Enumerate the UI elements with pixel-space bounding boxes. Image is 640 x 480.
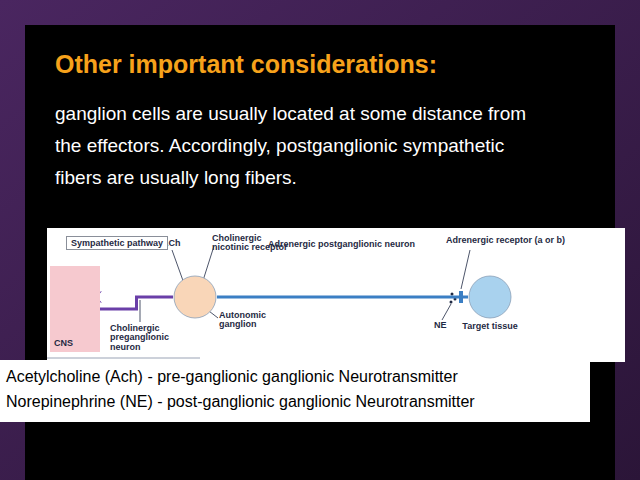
leader-line xyxy=(442,304,451,320)
note-line: Acetylcholine (Ach) - pre-ganglionic gan… xyxy=(6,368,458,386)
node-text: Autonomic ganglion xyxy=(219,311,289,330)
fiber-line xyxy=(217,296,468,299)
neuron-label: Cholinergic preganglionic neuron xyxy=(110,324,174,352)
neuron-fiber xyxy=(100,297,173,309)
note-line: Norepinephrine (NE) - post-ganglionic ga… xyxy=(6,393,475,411)
ne-label: NE xyxy=(434,321,447,330)
node-text: CNS xyxy=(54,338,73,348)
rule xyxy=(47,358,200,359)
leader-line xyxy=(461,250,470,289)
leader-line xyxy=(140,300,141,322)
fiber-line xyxy=(100,297,173,309)
title-box: Sympathetic pathway xyxy=(66,236,168,250)
body-text: ganglion cells are usually located at so… xyxy=(55,98,545,194)
slide-title: Other important considerations: xyxy=(55,50,437,79)
note-box xyxy=(0,360,590,422)
diagram-panel xyxy=(47,228,625,362)
ganglion-circle: Autonomic ganglion xyxy=(173,275,217,319)
ne-dot xyxy=(451,293,454,296)
target-circle: Target tissue xyxy=(468,275,512,319)
node-text: Target tissue xyxy=(458,322,522,331)
node-outline xyxy=(468,275,512,319)
node-text: Sympathetic pathway xyxy=(71,238,163,248)
node-outline xyxy=(173,275,217,319)
neuron-fiber xyxy=(217,297,468,298)
circle-shape xyxy=(469,276,511,318)
neuron-label: Adrenergic postganglionic neuron xyxy=(268,240,438,249)
cns-box: CNS xyxy=(50,266,100,352)
ne-dot xyxy=(450,301,453,304)
circle-shape xyxy=(174,276,216,318)
receptor-label: Adrenergic receptor (a or b) xyxy=(446,236,576,245)
